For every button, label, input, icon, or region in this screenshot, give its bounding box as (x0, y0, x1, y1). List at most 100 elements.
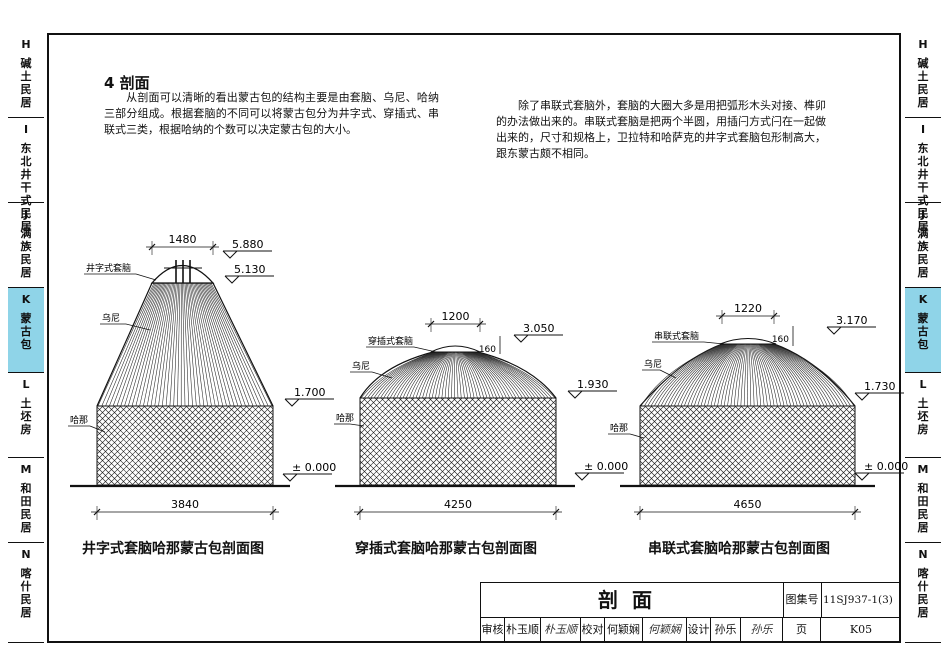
elev-top-3: 3.170 (836, 314, 868, 327)
roof-rafters-2 (360, 351, 556, 399)
side-tab-name: 满族民居 (20, 227, 32, 279)
elev-base-1: ± 0.000 (292, 461, 336, 474)
dim-h-3: 160 (772, 335, 789, 345)
check-signature: 何颖娴 (643, 617, 687, 643)
title-block: 剖面 图集号 11SJ937-1(3) 审核 朴玉顺 朴玉顺 校对 何颖娴 何颖… (480, 582, 901, 643)
side-tab-code: H (918, 38, 928, 51)
label-roof-2-leader (371, 371, 393, 379)
atlas-label: 图集号 (783, 583, 822, 617)
side-tab-k[interactable]: K 蒙古包 (905, 288, 941, 373)
elev-top-3-symbol (826, 326, 842, 335)
label-roof-1-leader (125, 323, 151, 331)
roof-outline-2 (359, 351, 557, 399)
side-tab-name: 喀什民居 (20, 567, 32, 619)
wall-lattice-3 (639, 405, 856, 486)
side-tab-code: J (920, 208, 926, 221)
top-dim-1: 1480 (169, 233, 197, 246)
side-tab-name: 蒙古包 (20, 312, 32, 351)
top-dim-3: 1220 (734, 302, 762, 315)
page-label: 页 (783, 617, 821, 643)
elev-wall-2: 1.930 (577, 378, 609, 391)
label-wall-3-leader (629, 433, 645, 439)
top-dim-2: 1200 (442, 310, 470, 323)
label-roof-3: 乌尼 (644, 358, 662, 370)
elev-wall-3: 1.730 (864, 380, 896, 393)
design-signature: 孙乐 (741, 617, 783, 643)
page-number: K05 (849, 623, 873, 636)
side-tab-code: I (920, 123, 926, 136)
side-tab-code: I (23, 123, 29, 136)
side-tab-name: 和田民居 (20, 482, 32, 534)
side-tab-l[interactable]: L 土坯房 (8, 373, 44, 458)
side-tab-name: 土坯房 (20, 397, 32, 436)
label-wall-3: 哈那 (610, 422, 628, 434)
elev-base-3: ± 0.000 (864, 460, 908, 473)
label-top-1-leader (135, 273, 157, 281)
section-title: 4 剖面 (104, 74, 150, 92)
side-tab-h[interactable]: H 碱土民居 (905, 33, 941, 118)
label-top-2: 穿插式套脑 (368, 335, 413, 347)
side-tab-code: H (21, 38, 31, 51)
side-tab-j[interactable]: J 满族民居 (905, 203, 941, 288)
side-tab-code: J (23, 208, 29, 221)
review-signature: 朴玉顺 (541, 617, 581, 643)
label-wall-2-leader (349, 423, 365, 427)
side-tab-k[interactable]: K 蒙古包 (8, 288, 44, 373)
label-roof-3-leader (659, 369, 677, 379)
review-name: 朴玉顺 (505, 617, 541, 643)
elev-wall-2-symbol (567, 390, 583, 399)
wall-lattice-2 (359, 397, 557, 486)
side-tab-code: K (918, 293, 928, 306)
elev-top-2: 3.050 (523, 322, 555, 335)
side-tab-i[interactable]: I 东北井干式民居 (8, 118, 44, 233)
side-tab-n[interactable]: N 喀什民居 (8, 543, 44, 643)
side-tab-name: 喀什民居 (917, 567, 929, 619)
side-tab-h[interactable]: H 碱土民居 (8, 33, 44, 118)
side-tab-name: 蒙古包 (917, 312, 929, 351)
section-paragraph-2: 除了串联式套脑外，套脑的大圈大多是用把弧形木头对接、榫卯的办法做出来的。串联式套… (496, 99, 826, 160)
base-dim-1: 3840 (171, 498, 199, 511)
elev-base-2-symbol (574, 472, 590, 481)
side-tab-code: L (919, 378, 927, 391)
label-wall-1-leader (89, 425, 106, 433)
elev-base-1-symbol (282, 473, 298, 482)
side-tab-code: K (21, 293, 31, 306)
crown-3 (719, 337, 777, 345)
side-tab-code: L (22, 378, 30, 391)
side-tab-j[interactable]: J 满族民居 (8, 203, 44, 288)
drawing-frame (47, 33, 901, 643)
check-label: 校对 (581, 617, 605, 643)
elev-wall-3-symbol (854, 392, 870, 401)
label-top-3-leader (703, 341, 725, 345)
caption-drawing-2: 穿插式套脑哈那蒙古包剖面图 (355, 541, 537, 557)
side-tab-name: 满族民居 (917, 227, 929, 279)
label-top-1: 井字式套脑 (86, 262, 131, 274)
side-tab-m[interactable]: M 和田民居 (8, 458, 44, 543)
elev-top-1-symbol (222, 250, 238, 259)
side-tab-code: N (21, 548, 31, 561)
side-tab-name: 碱土民居 (20, 57, 32, 109)
atlas-number: 11SJ937-1(3) (823, 594, 893, 606)
side-tab-name: 碱土民居 (917, 57, 929, 109)
wall-lattice-1 (96, 405, 274, 486)
base-dim-3: 4650 (734, 498, 762, 511)
label-wall-2: 哈那 (336, 412, 354, 424)
design-label: 设计 (687, 617, 711, 643)
crown-2 (430, 345, 481, 353)
label-top-3: 串联式套脑 (654, 330, 699, 342)
elev-base-3-symbol (854, 472, 870, 481)
elev-wall-1-symbol (284, 398, 300, 407)
elev-mid-1: 5.130 (234, 263, 266, 276)
elev-base-2: ± 0.000 (584, 460, 628, 473)
elev-wall-1: 1.700 (294, 386, 326, 399)
dim-h-2: 160 (479, 345, 496, 355)
side-tab-code: M (20, 463, 32, 476)
side-tab-name: 东北井干式民居 (20, 142, 32, 233)
side-tab-code: M (917, 463, 929, 476)
roof-rafters-3 (640, 343, 855, 407)
